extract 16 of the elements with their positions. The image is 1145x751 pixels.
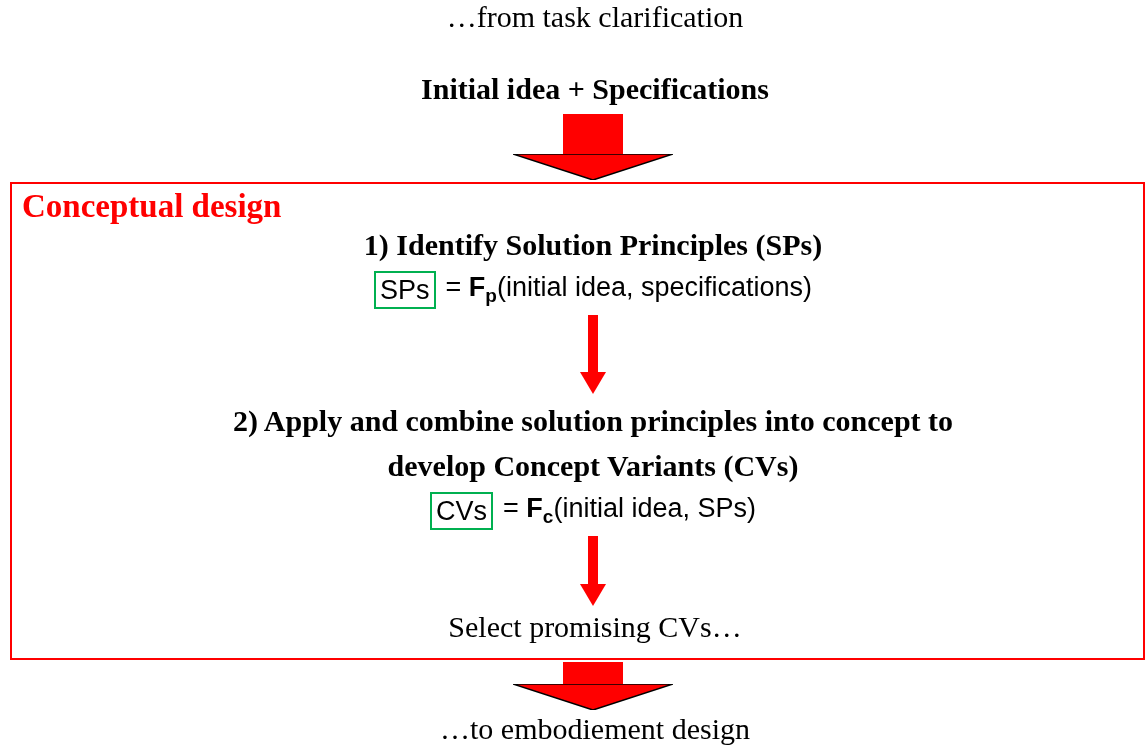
note-text: …from task clarification (445, 0, 745, 34)
formula-text: = F$_{c}$(initial idea, SPs) (503, 493, 756, 529)
arrow (580, 315, 606, 394)
section-frame (10, 182, 1145, 660)
step-heading: 1) Identify Solution Principles (SPs) (362, 227, 824, 263)
step-text: …to embodiement design (300, 712, 890, 751)
arrow (580, 536, 606, 606)
step-heading: 2) Apply and combine solution principles into concept to develop Concept Variants (CVs) (231, 403, 955, 484)
step-text: Select promising CVs… (300, 610, 890, 650)
arrow (512, 662, 674, 711)
section-title: Conceptual design (22, 188, 282, 225)
arrow (512, 114, 674, 181)
variable-box: SPs (373, 271, 436, 309)
variable-box: CVs (430, 492, 494, 530)
formula-text: = F$_{p}$(initial idea, specifications) (445, 272, 813, 308)
step-text: Initial idea + Specifications (300, 72, 890, 112)
